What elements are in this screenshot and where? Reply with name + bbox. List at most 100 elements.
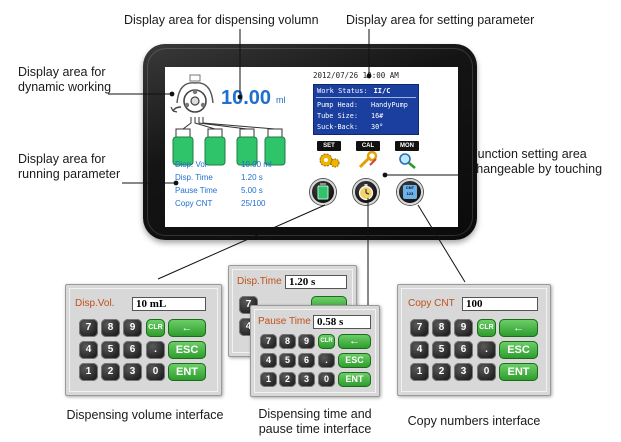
- key-5[interactable]: 5: [432, 341, 451, 359]
- key-6[interactable]: 6: [123, 341, 142, 359]
- key-8[interactable]: 8: [101, 319, 120, 337]
- key-7[interactable]: 7: [79, 319, 98, 337]
- ent-key[interactable]: ENT: [338, 372, 371, 387]
- backspace-key[interactable]: ←: [499, 319, 538, 337]
- callout-running-line2: running parameter: [18, 167, 121, 181]
- ent-key[interactable]: ENT: [499, 363, 538, 381]
- key-5[interactable]: 5: [101, 341, 120, 359]
- caption-time-interface: Dispensing time and pause time interface: [240, 407, 390, 437]
- disp-vol-label: Disp.Vol.: [75, 298, 115, 309]
- key-7[interactable]: 7: [260, 334, 277, 349]
- key-2[interactable]: 2: [279, 372, 296, 387]
- param-copy-cnt-label: Copy CNT: [175, 199, 213, 208]
- work-status-label: Work Status:: [317, 87, 368, 95]
- callout-function-line1: Function setting area: [470, 147, 587, 161]
- caption-time-line2: pause time interface: [258, 422, 372, 436]
- key-6[interactable]: 6: [454, 341, 473, 359]
- pause-time-keypad: Pause Time 0.58 s 7 8 9 CLR ← 4 5 6 . ES…: [250, 305, 380, 397]
- param-copy-cnt-value: 25/100: [241, 199, 266, 208]
- cal-button[interactable]: CAL: [356, 141, 380, 169]
- esc-key[interactable]: ESC: [338, 353, 371, 368]
- key-6[interactable]: 6: [298, 353, 315, 368]
- callout-running-parameter: Display area for running parameter: [18, 152, 120, 182]
- param-disp-vol-value: 10.00 ml: [241, 160, 272, 169]
- set-button[interactable]: SET: [317, 141, 341, 169]
- key-1[interactable]: 1: [410, 363, 429, 381]
- clr-key[interactable]: CLR: [477, 319, 496, 337]
- clr-key[interactable]: CLR: [318, 334, 335, 349]
- key-dot[interactable]: .: [146, 341, 165, 359]
- key-8[interactable]: 8: [432, 319, 451, 337]
- caption-copy-numbers: Copy numbers interface: [407, 414, 541, 428]
- pause-time-label: Pause Time: [258, 316, 311, 327]
- datetime: 2012/07/26 10:00 AM: [313, 71, 399, 80]
- key-9[interactable]: 9: [298, 334, 315, 349]
- ent-key[interactable]: ENT: [168, 363, 206, 381]
- cnt-button-label: CNT: [405, 185, 415, 190]
- key-2[interactable]: 2: [432, 363, 451, 381]
- work-status-value: II/C: [373, 87, 391, 95]
- work-status-panel: Work Status:II/C Pump Head:HandyPump Tub…: [313, 84, 419, 135]
- status-value: HandyPump: [371, 101, 408, 109]
- disp-vol-keypad: Disp.Vol. 10 mL 7 8 9 CLR ← 4 5 6 . ESC …: [65, 284, 222, 396]
- timer-button[interactable]: [353, 179, 379, 205]
- key-0[interactable]: 0: [318, 372, 335, 387]
- key-9[interactable]: 9: [123, 319, 142, 337]
- key-3[interactable]: 3: [454, 363, 473, 381]
- callout-function-line2: changeable by touching: [470, 162, 603, 176]
- key-2[interactable]: 2: [101, 363, 120, 381]
- key-3[interactable]: 3: [123, 363, 142, 381]
- cal-button-label: CAL: [356, 141, 380, 151]
- key-4[interactable]: 4: [79, 341, 98, 359]
- work-status-header: Work Status: II/C: [317, 87, 390, 95]
- volume-value: 10.00: [221, 87, 272, 109]
- mon-button-label: MON: [395, 141, 419, 151]
- caption-time-line1: Dispensing time and: [258, 407, 372, 421]
- key-8[interactable]: 8: [279, 334, 296, 349]
- key-0[interactable]: 0: [477, 363, 496, 381]
- param-pause-time-label: Pause Time: [175, 186, 218, 195]
- status-row-suck-back: Suck-Back:30°: [317, 123, 383, 131]
- mon-button[interactable]: MON: [395, 141, 419, 169]
- key-dot[interactable]: .: [318, 353, 335, 368]
- key-dot[interactable]: .: [477, 341, 496, 359]
- disp-vol-input[interactable]: 10 mL: [132, 297, 206, 311]
- cnt-button-number: 123: [406, 191, 414, 196]
- disp-time-label: Disp.Time: [237, 276, 282, 287]
- callout-dynamic-line2: dynamic working: [18, 80, 112, 94]
- backspace-key[interactable]: ←: [338, 334, 371, 349]
- status-divider: [316, 97, 416, 98]
- pause-time-input[interactable]: 0.58 s: [313, 315, 371, 329]
- key-5[interactable]: 5: [279, 353, 296, 368]
- key-4[interactable]: 4: [410, 341, 429, 359]
- key-9[interactable]: 9: [454, 319, 473, 337]
- copy-cnt-input[interactable]: 100: [462, 297, 538, 311]
- key-1[interactable]: 1: [260, 372, 277, 387]
- status-label: Tube Size:: [317, 112, 358, 120]
- callout-dispensing-volume: Display area for dispensing volumn: [124, 13, 319, 27]
- param-pause-time-value: 5.00 s: [241, 186, 263, 195]
- callout-function-setting: Function setting area changeable by touc…: [470, 147, 602, 177]
- clr-key[interactable]: CLR: [146, 319, 165, 337]
- esc-key[interactable]: ESC: [168, 341, 206, 359]
- key-3[interactable]: 3: [298, 372, 315, 387]
- key-7[interactable]: 7: [410, 319, 429, 337]
- backspace-key[interactable]: ←: [168, 319, 206, 337]
- set-button-label: SET: [317, 141, 341, 151]
- caption-dispensing-volume: Dispensing volume interface: [66, 408, 224, 422]
- status-row-tube-size: Tube Size: 16#: [317, 112, 383, 120]
- pump-head-icon: [170, 74, 214, 113]
- key-4[interactable]: 4: [260, 353, 277, 368]
- copy-cnt-label: Copy CNT: [408, 298, 455, 309]
- magnifier-icon: [399, 153, 416, 169]
- param-disp-time-value: 1.20 s: [241, 173, 263, 182]
- disp-time-input[interactable]: 1.20 s: [285, 275, 347, 289]
- status-value: 16#: [371, 112, 384, 120]
- esc-key[interactable]: ESC: [499, 341, 538, 359]
- dispense-button[interactable]: [310, 179, 336, 205]
- beaker-icon: [317, 183, 329, 200]
- key-0[interactable]: 0: [146, 363, 165, 381]
- key-1[interactable]: 1: [79, 363, 98, 381]
